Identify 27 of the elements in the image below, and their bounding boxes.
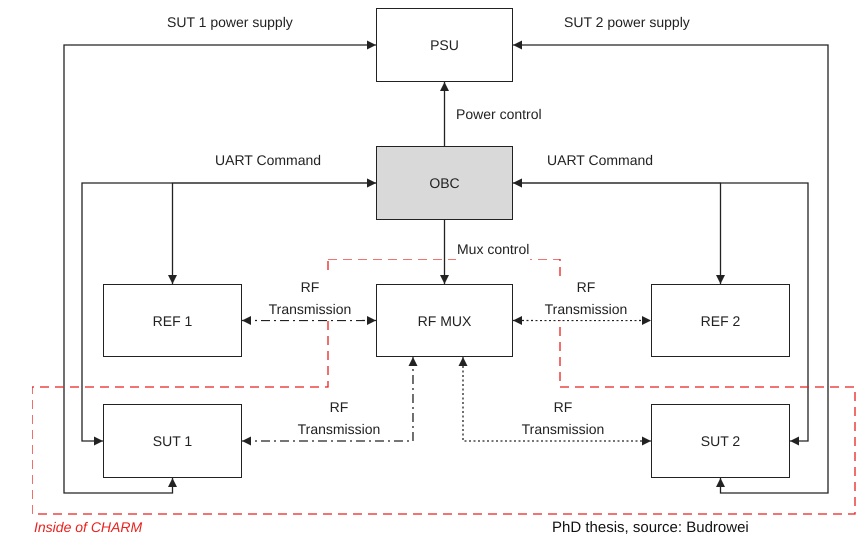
region-label: Inside of CHARM bbox=[34, 519, 142, 535]
connector-arrow bbox=[242, 316, 376, 325]
node-label: SUT 2 bbox=[700, 433, 740, 449]
node-label: SUT 1 bbox=[152, 433, 192, 449]
connector-arrow bbox=[458, 357, 651, 446]
node-label: REF 2 bbox=[700, 312, 740, 328]
connector-arrow bbox=[513, 316, 651, 325]
connector-arrow bbox=[440, 220, 449, 284]
node-label: OBC bbox=[429, 175, 460, 191]
node-label: PSU bbox=[430, 37, 459, 53]
process-box bbox=[103, 284, 242, 357]
process-box bbox=[103, 404, 242, 478]
process-box bbox=[651, 404, 790, 478]
source-note: PhD thesis, source: Budrowei bbox=[552, 519, 749, 536]
connector-arrow bbox=[242, 357, 418, 446]
connector-arrow bbox=[63, 40, 376, 494]
connector-arrow bbox=[513, 40, 829, 494]
process-box bbox=[376, 8, 513, 82]
process-box bbox=[651, 284, 790, 357]
connector-arrow bbox=[81, 178, 376, 446]
process-box bbox=[376, 284, 513, 357]
edge-label: RF Transmission bbox=[258, 276, 362, 320]
connector-arrow bbox=[440, 82, 449, 146]
controller-box bbox=[376, 146, 513, 220]
connector-arrow bbox=[513, 178, 809, 446]
node-label: RF MUX bbox=[418, 312, 472, 328]
node-label: REF 1 bbox=[152, 312, 192, 328]
